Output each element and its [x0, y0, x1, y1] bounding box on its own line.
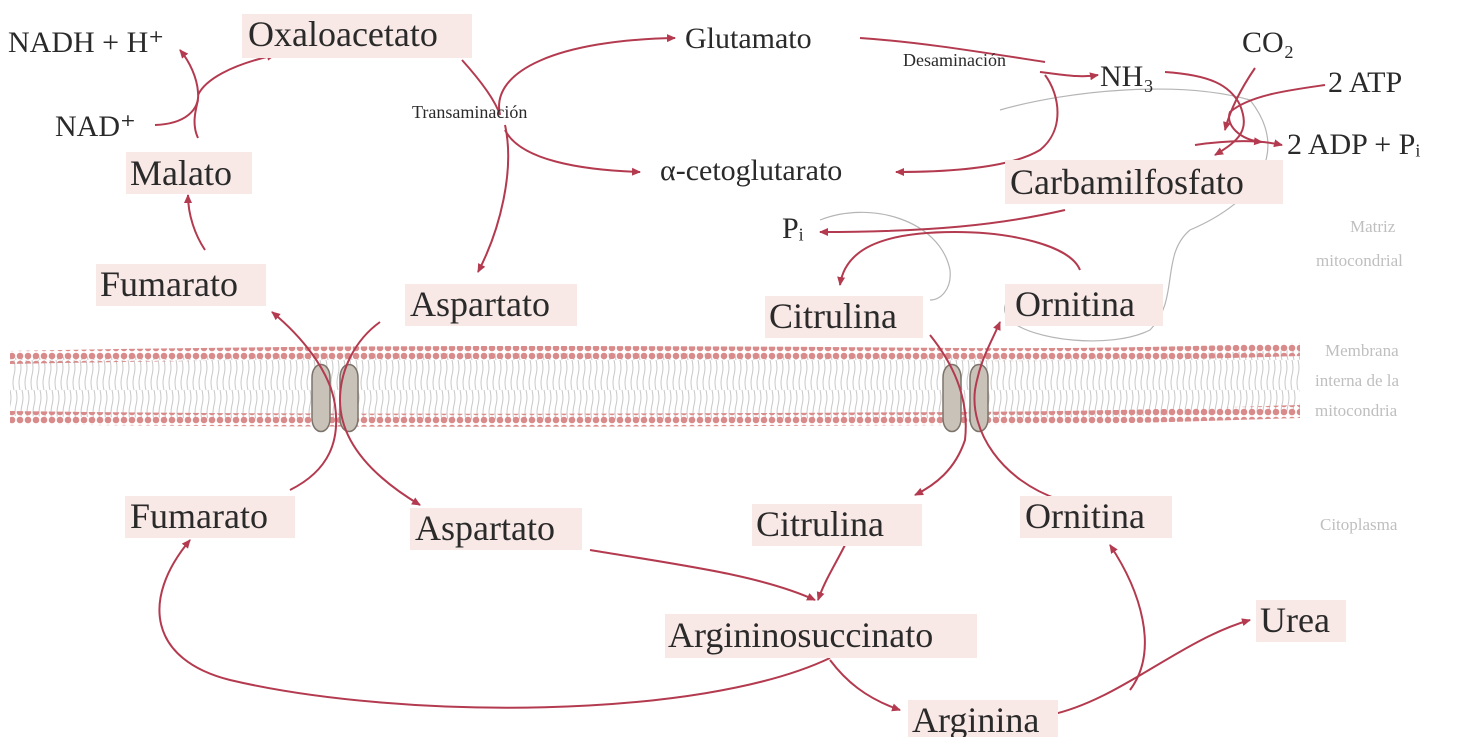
label-nh3: NH₃	[1100, 60, 1154, 93]
label-argininosuccinato: Argininosuccinato	[668, 615, 933, 655]
label-aspartato-bottom: Aspartato	[415, 508, 555, 548]
region-matriz-2: mitocondrial	[1316, 251, 1403, 270]
label-atp: 2 ATP	[1328, 66, 1402, 99]
label-pi: Pᵢ	[782, 212, 804, 245]
region-matriz-1: Matriz	[1350, 217, 1396, 236]
region-labels: Matriz mitocondrial Membrana interna de …	[1315, 217, 1403, 534]
channel-right-1	[943, 365, 961, 432]
label-nad: NAD⁺	[55, 110, 136, 143]
label-fumarato-top: Fumarato	[100, 264, 238, 304]
label-nadh: NADH + H⁺	[8, 26, 164, 59]
label-urea: Urea	[1260, 600, 1330, 640]
label-cetoglutarato: α-cetoglutarato	[660, 154, 842, 187]
label-aspartato-top: Aspartato	[410, 284, 550, 324]
region-citoplasma: Citoplasma	[1320, 515, 1398, 534]
label-glutamato: Glutamato	[685, 22, 812, 55]
label-arginina: Arginina	[912, 700, 1039, 737]
label-co2: CO₂	[1242, 26, 1294, 59]
label-citrulina-top: Citrulina	[769, 296, 897, 336]
label-citrulina-bottom: Citrulina	[756, 504, 884, 544]
label-malato: Malato	[130, 153, 232, 193]
mitochondrial-inner-membrane	[10, 343, 1300, 432]
region-membrana-3: mitocondria	[1315, 401, 1398, 420]
label-desaminacion: Desaminación	[903, 50, 1006, 70]
region-membrana-1: Membrana	[1325, 341, 1399, 360]
label-oxaloacetato: Oxaloacetato	[248, 14, 438, 54]
label-adp: 2 ADP + Pᵢ	[1287, 128, 1420, 161]
channel-left-1	[312, 365, 330, 432]
label-ornitina-bottom: Ornitina	[1025, 496, 1145, 536]
region-membrana-2: interna de la	[1315, 371, 1399, 390]
label-ornitina-top: Ornitina	[1015, 284, 1135, 324]
label-carbamilfosfato: Carbamilfosfato	[1010, 162, 1244, 202]
label-transaminacion: Transaminación	[412, 102, 527, 122]
label-fumarato-bottom: Fumarato	[130, 496, 268, 536]
